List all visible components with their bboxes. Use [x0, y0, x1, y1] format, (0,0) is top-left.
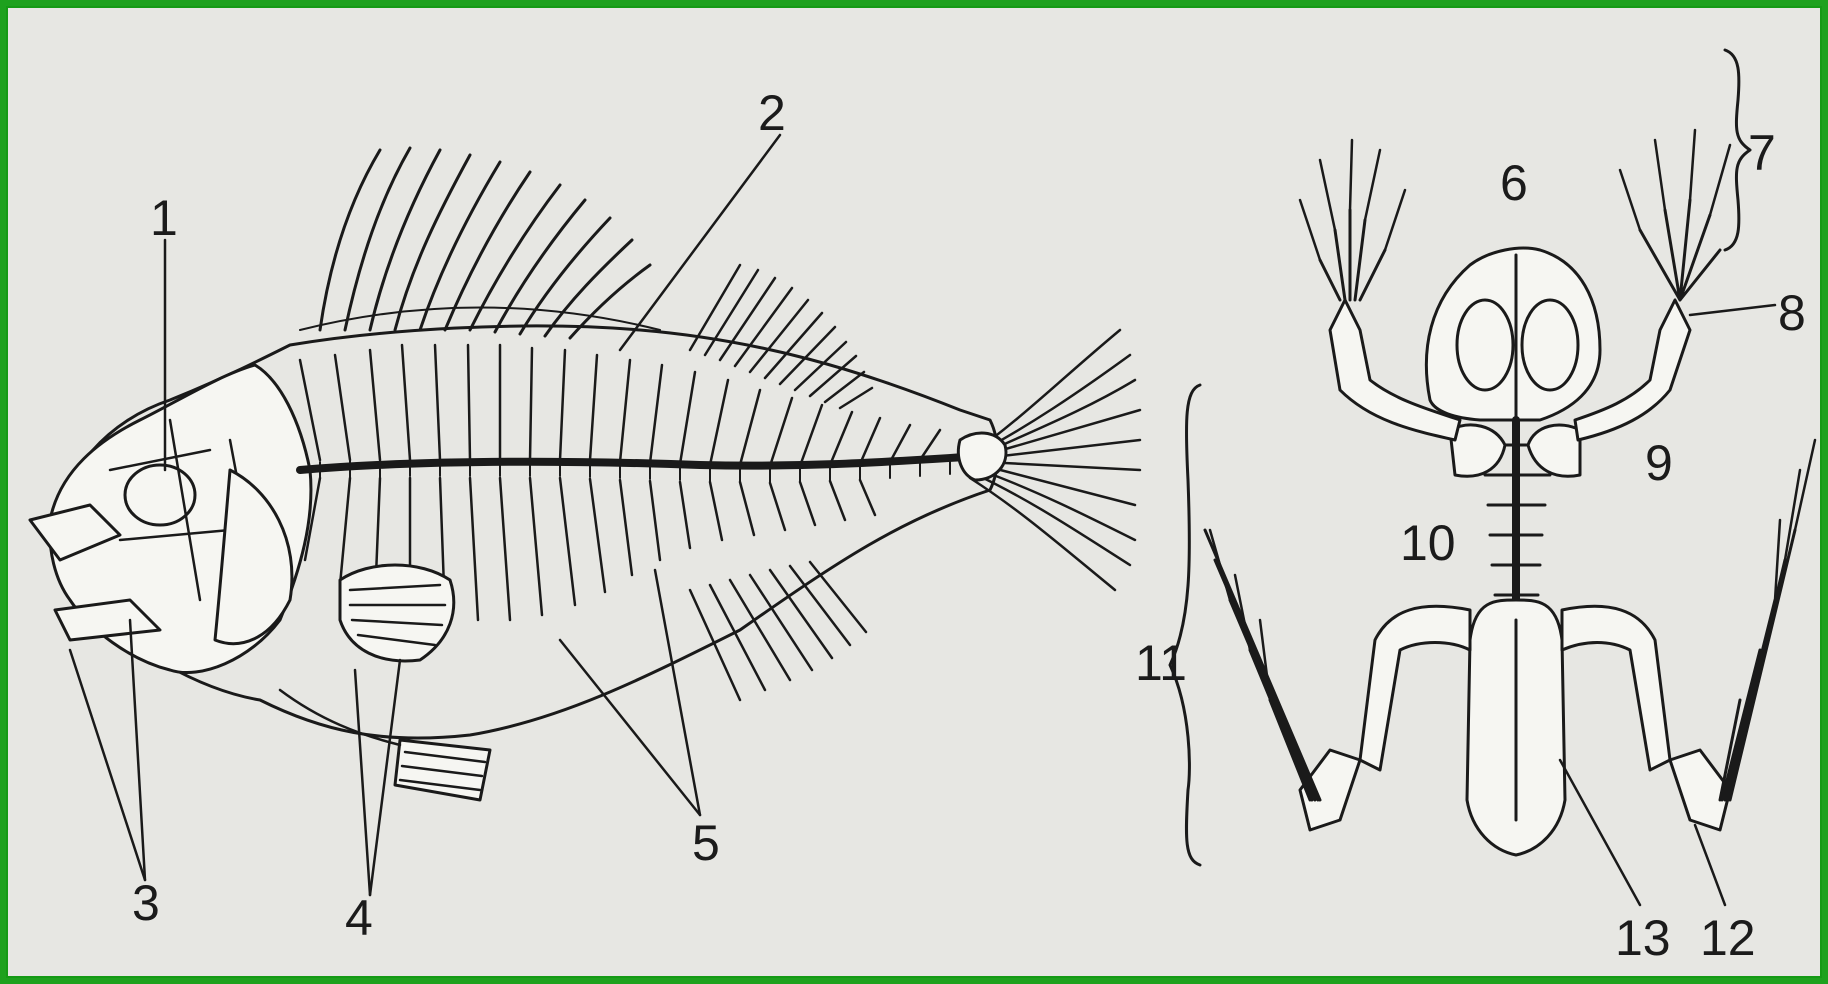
label-8: 8 — [1778, 285, 1806, 341]
fish-dorsal-fin-spiny — [300, 148, 660, 338]
label-6: 6 — [1500, 155, 1528, 211]
frog-hindlimb-right — [1562, 530, 1795, 830]
leader-line-5a — [560, 640, 700, 815]
frog-skeleton — [1205, 130, 1815, 855]
fish-skeleton — [30, 148, 1140, 800]
leader-line-8 — [1690, 305, 1775, 315]
brace-11 — [1170, 385, 1200, 865]
label-2: 2 — [758, 85, 786, 141]
leader-line-13 — [1560, 760, 1640, 905]
label-3: 3 — [132, 875, 160, 931]
leader-line-2 — [620, 135, 780, 350]
label-10: 10 — [1400, 515, 1456, 571]
leader-line-12 — [1695, 825, 1725, 905]
frog-forelimb-right — [1575, 130, 1730, 440]
fish-anal-fin — [690, 562, 866, 700]
leader-line-4a — [355, 670, 370, 895]
frog-hindlimb-left — [1205, 530, 1470, 830]
label-13: 13 — [1615, 910, 1671, 966]
fish-caudal-fin — [958, 330, 1140, 590]
fish-dorsal-fin-soft — [690, 265, 872, 408]
label-1: 1 — [150, 190, 178, 246]
label-12: 12 — [1700, 910, 1756, 966]
leader-line-5b — [655, 570, 700, 815]
label-5: 5 — [692, 815, 720, 871]
fish-eye-socket — [125, 465, 195, 525]
label-4: 4 — [345, 890, 373, 946]
label-9: 9 — [1645, 435, 1673, 491]
label-11: 11 — [1135, 635, 1187, 691]
label-7: 7 — [1748, 125, 1776, 181]
fish-pectoral-fin — [340, 565, 454, 661]
